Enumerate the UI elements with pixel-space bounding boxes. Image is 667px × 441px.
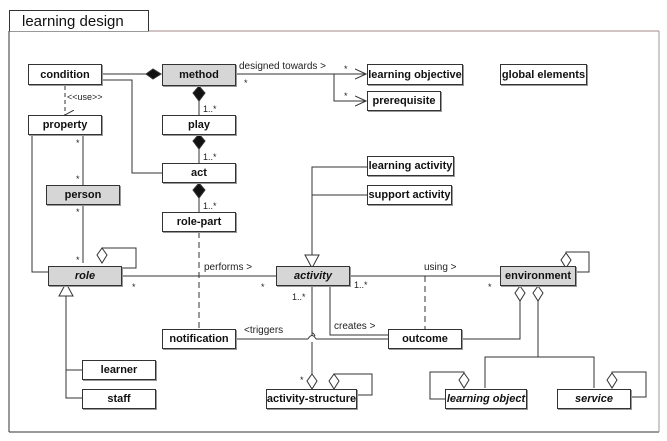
- class-staff[interactable]: staff: [82, 389, 156, 409]
- class-role-part[interactable]: role-part: [162, 212, 236, 232]
- mult-role-part: 1..*: [203, 201, 217, 211]
- composition-diamond-icon: [192, 182, 206, 199]
- edge-learning-activity: [311, 166, 367, 255]
- aggregation-diamond-icon: [532, 285, 544, 302]
- class-act[interactable]: act: [162, 163, 236, 183]
- class-learning-objective[interactable]: learning objective: [367, 64, 463, 85]
- class-person[interactable]: person: [46, 185, 120, 205]
- aggregation-diamond-icon: [458, 372, 470, 389]
- label-triggers: <triggers: [244, 325, 284, 336]
- edge-creates: [329, 286, 389, 336]
- label-performs: performs >: [204, 262, 253, 273]
- composition-diamond-icon: [192, 133, 206, 150]
- class-service[interactable]: service: [557, 389, 631, 409]
- class-support-activity[interactable]: support activity: [367, 185, 452, 205]
- mult-act: 1..*: [203, 152, 217, 162]
- mult-play: 1..*: [203, 104, 217, 114]
- label-using: using >: [424, 262, 457, 273]
- mult-method-designed: *: [244, 78, 248, 88]
- mult-environment-using: *: [488, 282, 492, 292]
- class-learning-object[interactable]: learning object: [445, 389, 527, 409]
- aggregation-diamond-icon: [328, 373, 340, 390]
- class-prerequisite[interactable]: prerequisite: [367, 91, 441, 111]
- mult-person-role: *: [76, 207, 80, 217]
- label-use: <<use>>: [67, 92, 103, 102]
- class-property[interactable]: property: [28, 115, 102, 135]
- mult-learning-objective: *: [344, 64, 348, 74]
- aggregation-diamond-icon: [606, 372, 618, 389]
- class-notification[interactable]: notification: [162, 329, 236, 349]
- edge-property-role: [31, 134, 50, 273]
- mult-activity-performs: *: [261, 282, 265, 292]
- frame: [8, 30, 660, 433]
- class-learning-activity[interactable]: learning activity: [367, 156, 454, 176]
- mult-property-person-top: *: [76, 138, 80, 148]
- class-role[interactable]: role: [48, 266, 122, 286]
- mult-activity-using: 1..*: [354, 280, 368, 290]
- mult-activity-structure-agg: *: [300, 375, 304, 385]
- mult-role-person: *: [76, 255, 80, 265]
- class-environment[interactable]: environment: [500, 266, 576, 286]
- class-activity[interactable]: activity: [276, 266, 350, 286]
- mult-person-property: *: [76, 174, 80, 184]
- aggregation-diamond-icon: [96, 247, 108, 264]
- class-method[interactable]: method: [162, 64, 236, 86]
- aggregation-diamond-icon: [514, 285, 526, 302]
- composition-diamond-icon: [145, 68, 162, 80]
- class-learner[interactable]: learner: [82, 360, 156, 380]
- aggregation-diamond-icon: [306, 373, 318, 390]
- class-outcome[interactable]: outcome: [388, 329, 462, 349]
- class-activity-structure[interactable]: activity-structure: [266, 389, 357, 409]
- mult-prerequisite: *: [344, 91, 348, 101]
- label-creates: creates >: [334, 321, 376, 332]
- composition-diamond-icon: [192, 85, 206, 102]
- generalization-triangle-icon: [304, 254, 320, 270]
- edge-condition-act: [102, 79, 163, 174]
- label-designed-towards: designed towards >: [239, 61, 327, 72]
- class-condition[interactable]: condition: [28, 64, 102, 85]
- mult-role-performs: *: [132, 282, 136, 292]
- class-global-elements[interactable]: global elements: [500, 64, 587, 85]
- frame-title: learning design: [9, 10, 149, 31]
- mult-activity-structure-top: 1..*: [292, 292, 306, 302]
- class-play[interactable]: play: [162, 115, 236, 135]
